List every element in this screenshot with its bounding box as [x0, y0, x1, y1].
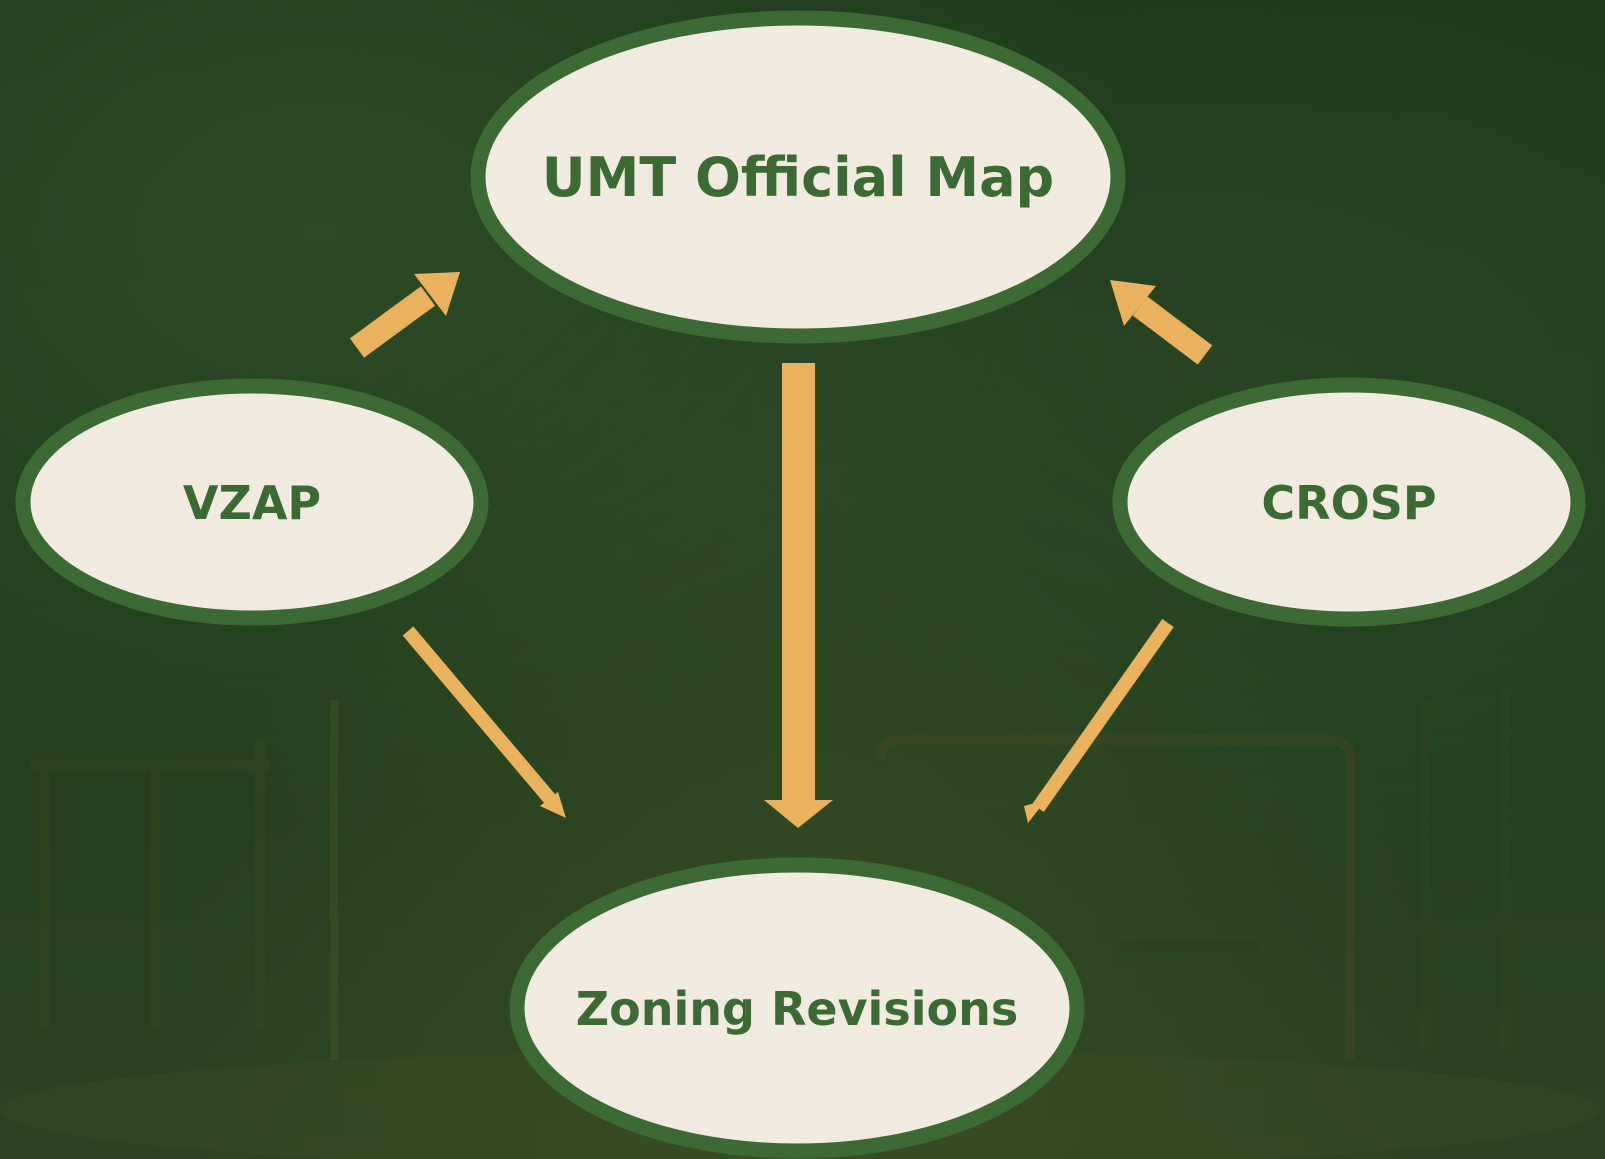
- arrow-vzap-to-map: [349, 272, 460, 358]
- node-label-vzap: VZAP: [183, 476, 321, 530]
- picnic-table: [1120, 940, 1260, 952]
- playground-post: [255, 740, 265, 1030]
- playground-deck: [30, 760, 270, 772]
- swing-frame: [875, 735, 1355, 1060]
- playground-post: [330, 700, 338, 1060]
- node-crosp: CROSP: [1112, 377, 1586, 627]
- arrow-crosp-to-zoning: [1024, 618, 1174, 823]
- node-label-zoning-revisions: Zoning Revisions: [576, 982, 1018, 1036]
- node-umt-official-map: UMT Official Map: [470, 10, 1126, 344]
- node-label-umt-official-map: UMT Official Map: [542, 146, 1054, 209]
- playground-post: [150, 770, 160, 1030]
- node-label-crosp: CROSP: [1261, 476, 1436, 530]
- fence-post: [1420, 700, 1430, 1050]
- fence-post: [1500, 690, 1510, 1050]
- playground-post: [40, 770, 50, 1030]
- node-vzap: VZAP: [15, 378, 489, 626]
- arrow-map-to-zoning: [764, 363, 833, 828]
- arrow-vzap-to-zoning: [402, 626, 566, 818]
- arrow-crosp-to-map: [1110, 280, 1213, 365]
- node-zoning-revisions: Zoning Revisions: [509, 857, 1085, 1159]
- arrows: [349, 272, 1213, 828]
